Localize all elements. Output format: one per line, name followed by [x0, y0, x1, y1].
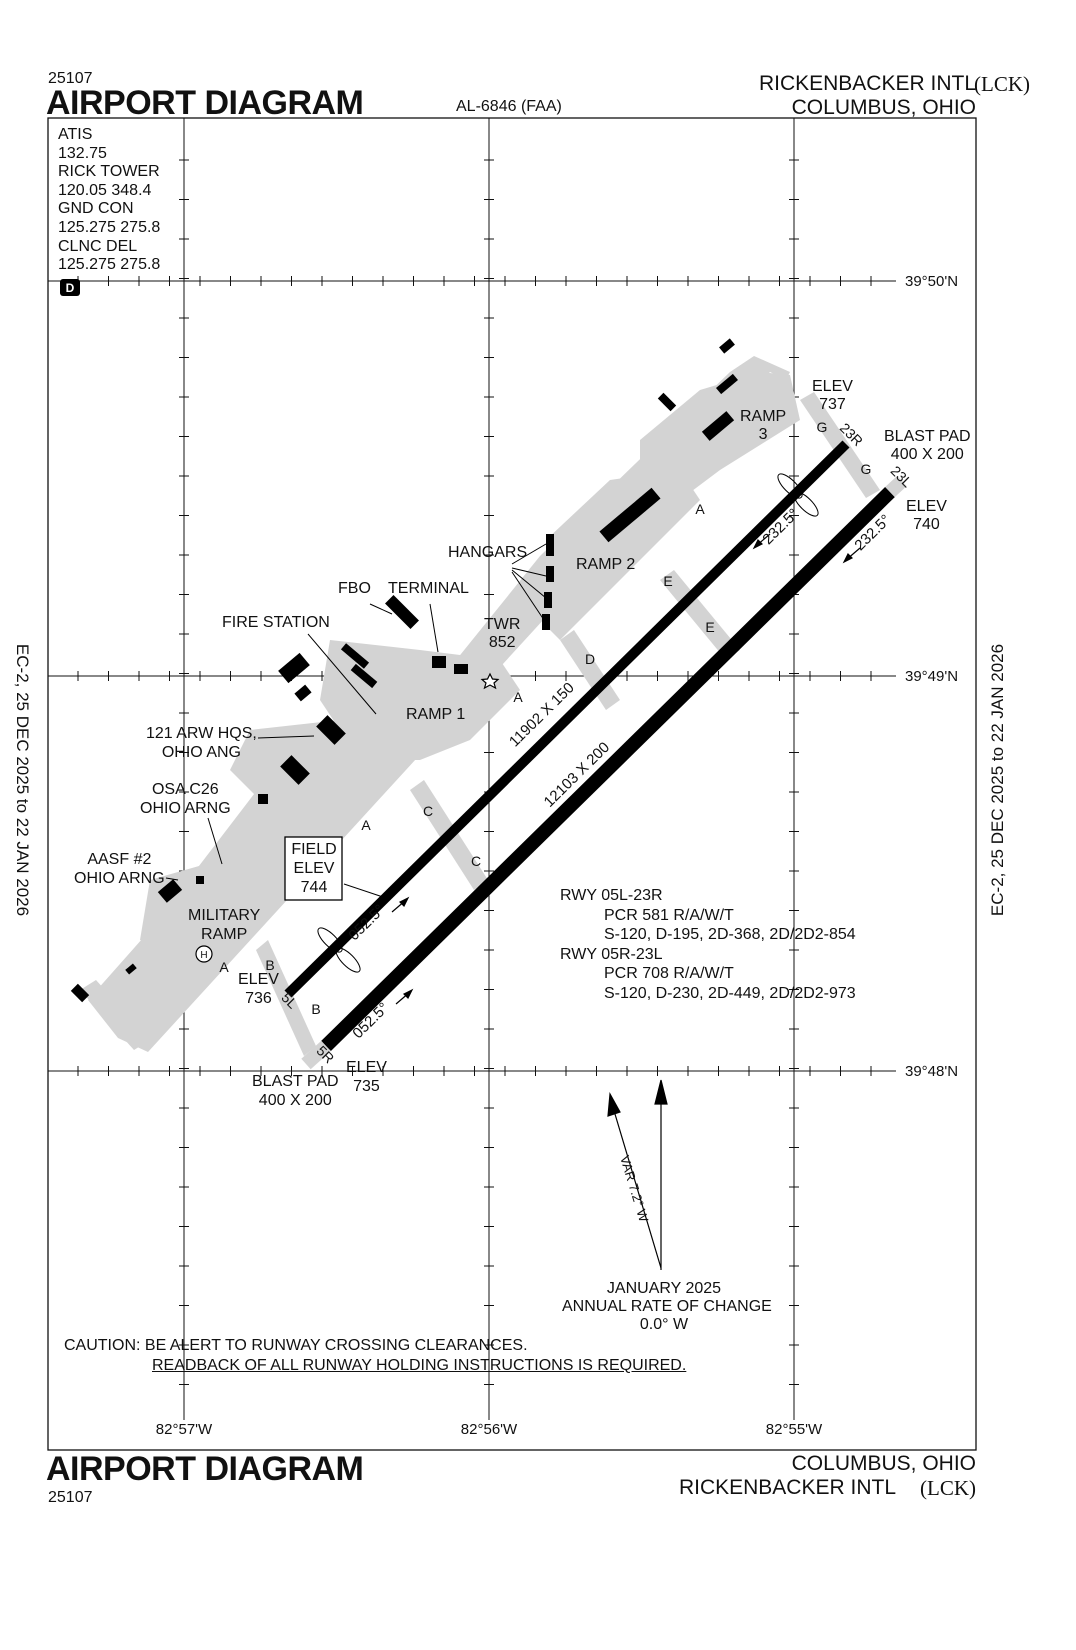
- rwy1-id: RWY 05L-23R: [560, 887, 663, 904]
- grid-ticks: [77, 159, 872, 1385]
- runway-05r-23l: [321, 487, 895, 1051]
- frequency-list: ATIS 132.75 RICK TOWER 120.05 348.4 GND …: [58, 126, 160, 275]
- taxiway-e-label: E: [663, 573, 672, 589]
- magnetic-north-arrow: [607, 1079, 668, 1270]
- taxiway-e-label: E: [705, 619, 714, 635]
- blast-pad-ne-label: BLAST PAD 400 X 200: [884, 428, 971, 463]
- page-title: AIRPORT DIAGRAM: [46, 84, 364, 122]
- field-elev-box: [284, 836, 343, 901]
- mag-variation: VAR 7.2° W: [617, 1154, 652, 1225]
- fire-station-label: FIRE STATION: [222, 614, 330, 631]
- freq-atis: 132.75: [58, 144, 107, 162]
- taxiway-c-label: C: [471, 853, 481, 869]
- elev-5l: ELEV 736: [238, 971, 279, 1007]
- airport-id: (LCK): [974, 72, 1030, 96]
- heliport-icon: [195, 945, 213, 963]
- rwy1-pcr: PCR 581 R/A/W/T: [604, 906, 734, 924]
- osa-label: OSA C26 OHIO ARNG: [140, 781, 231, 817]
- fbo-building: [385, 595, 419, 629]
- freq-ground: 125.275 275.8: [58, 218, 161, 236]
- ramp-1-label: RAMP 1: [406, 706, 466, 723]
- ramp-3-label: RAMP 3: [740, 408, 787, 443]
- airport-city: COLUMBUS, OHIO: [791, 96, 976, 119]
- buildings: [70, 338, 738, 1003]
- lat-north: 39°50'N: [905, 273, 958, 290]
- hangars-label: HANGARS: [448, 544, 528, 561]
- dme-badge: [60, 279, 80, 296]
- freq-tower: 120.05 348.4: [58, 181, 152, 199]
- field-elev-point: [381, 894, 389, 902]
- elev-23l: ELEV 740: [906, 498, 947, 533]
- taxiway-b-label: B: [311, 1001, 320, 1017]
- taxiway-labels: A A A A B B C C D E E G G: [219, 419, 871, 1017]
- taxiway-g-label: G: [861, 461, 872, 477]
- blast-pad-sw: [301, 1040, 331, 1070]
- magnetic-info: JANUARY 2025 ANNUAL RATE OF CHANGE 0.0° …: [562, 1280, 772, 1333]
- fbo-label: FBO: [338, 580, 371, 597]
- footer-title: AIRPORT DIAGRAM: [46, 1450, 364, 1488]
- rwy2-loads: S-120, D-230, 2D-449, 2D/2D2-973: [604, 984, 856, 1002]
- aasf-label: AASF #2 OHIO ARNG: [74, 851, 165, 887]
- heading-arrows: [391, 533, 861, 1005]
- footer-city: COLUMBUS, OHIO: [791, 1452, 976, 1475]
- taxiway-d-label: D: [585, 651, 595, 667]
- blast-pad-sw-label: BLAST PAD 400 X 200: [252, 1073, 339, 1109]
- elev-5r: ELEV 735: [346, 1059, 387, 1095]
- tower-icon: [480, 672, 500, 690]
- taxiway-b-label: B: [265, 957, 274, 973]
- ramp-2-label: RAMP 2: [576, 556, 636, 573]
- freq-atis-label: ATIS: [58, 126, 93, 143]
- field-elevation: FIELD ELEV 744: [291, 841, 337, 896]
- lon-mid: 82°56'W: [461, 1421, 518, 1438]
- taxiway-a-label: A: [219, 959, 229, 975]
- tower-label: TWR 852: [484, 616, 521, 651]
- map-frame: [47, 117, 977, 1451]
- military-ramp-label: MILITARY RAMP: [188, 907, 261, 943]
- rwy2-id: RWY 05R-23L: [560, 945, 663, 963]
- taxiway-c-label: C: [423, 803, 433, 819]
- runway-light-symbols: [317, 473, 819, 973]
- runways: [284, 440, 907, 1070]
- rwy1-loads: S-120, D-195, 2D-368, 2D/2D2-854: [604, 926, 856, 943]
- taxiway-a-label: A: [361, 817, 371, 833]
- freq-clearance: 125.275 275.8: [58, 256, 161, 274]
- footer-airport-name: RICKENBACKER INTL: [678, 1476, 896, 1499]
- arw-hqs-label: 121 ARW HQS, OHIO ANG: [146, 725, 257, 761]
- freq-tower-label: RICK TOWER: [58, 163, 160, 181]
- dme-badge-text: D: [66, 281, 75, 295]
- freq-ground-label: GND CON: [58, 200, 134, 218]
- lat-mid: 39°49'N: [905, 668, 958, 685]
- taxiway-a-label: A: [695, 501, 705, 517]
- leader-lines: [165, 543, 547, 881]
- airport-name: RICKENBACKER INTL: [758, 72, 976, 95]
- rwy05l-heading: 052.5°: [345, 901, 388, 944]
- footer-airport-id: (LCK): [920, 1476, 976, 1500]
- rwy2-pcr: PCR 708 R/A/W/T: [604, 965, 734, 982]
- taxiway-a-label: A: [513, 689, 523, 705]
- caution-note: CAUTION: BE ALERT TO RUNWAY CROSSING CLE…: [64, 1336, 686, 1376]
- terminal-label: TERMINAL: [388, 580, 469, 597]
- al-number: AL-6846 (FAA): [456, 98, 562, 115]
- lat-lon-grid: [48, 118, 896, 1420]
- hangar-ramp2: [599, 487, 661, 543]
- lat-south: 39°48'N: [905, 1063, 958, 1080]
- caution-line-1: CAUTION: BE ALERT TO RUNWAY CROSSING CLE…: [64, 1337, 528, 1354]
- taxiway-g-label: G: [817, 419, 828, 435]
- runway-data-block: RWY 05L-23R PCR 581 R/A/W/T S-120, D-195…: [560, 886, 856, 1003]
- elev-23r: ELEV 737: [812, 378, 853, 413]
- caution-line-2: READBACK OF ALL RUNWAY HOLDING INSTRUCTI…: [152, 1357, 687, 1374]
- heliport-letter: H: [200, 950, 207, 961]
- terminal-building: [432, 656, 446, 668]
- runway-05l-23r: [284, 440, 850, 998]
- chart-number: 25107: [48, 70, 93, 87]
- footer-chart-number: 25107: [48, 1489, 93, 1506]
- lon-west: 82°57'W: [156, 1421, 213, 1438]
- freq-clearance-label: CLNC DEL: [58, 237, 138, 255]
- lon-east: 82°55'W: [766, 1421, 823, 1438]
- blast-pad-ne: [885, 475, 907, 498]
